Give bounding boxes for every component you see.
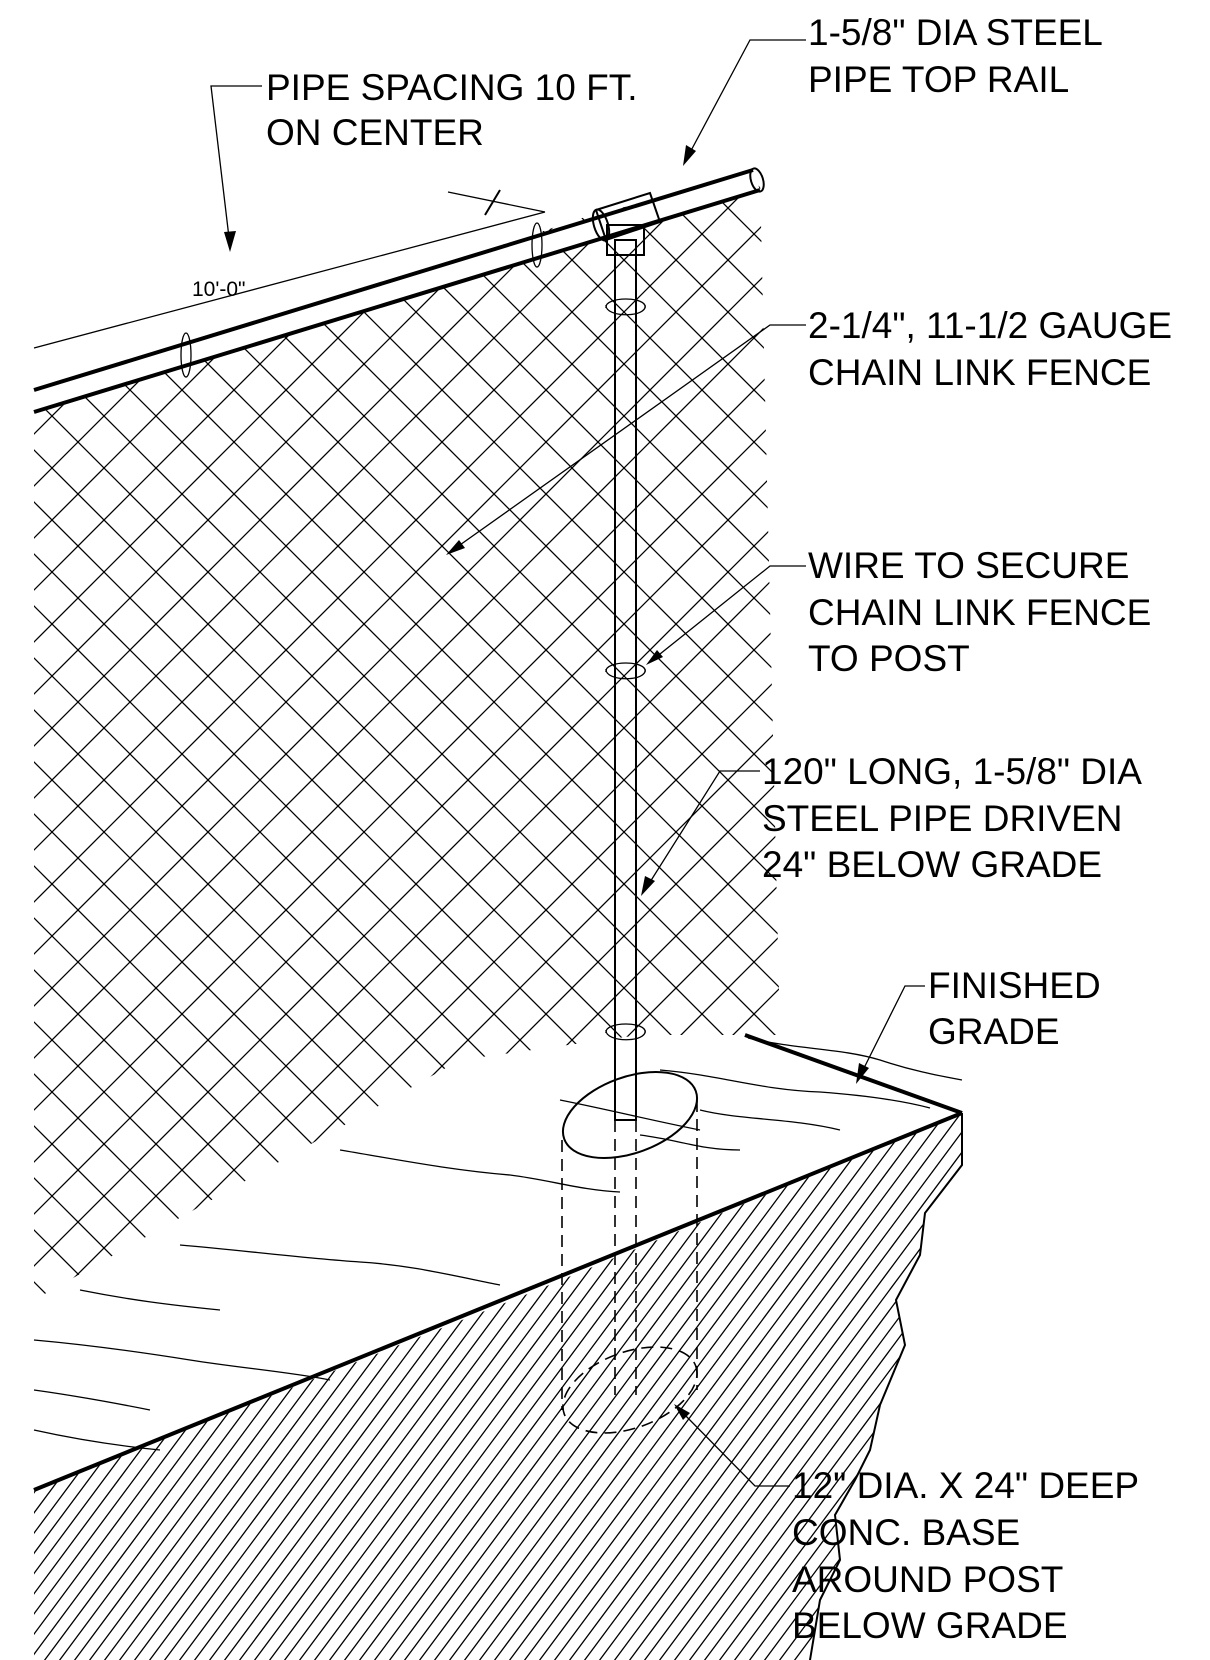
grade-front-edge xyxy=(33,1111,963,1492)
grade-section xyxy=(33,1033,963,1660)
steel-post xyxy=(605,239,646,1121)
label-footing: 12" DIA. X 24" DEEP CONC. BASE AROUND PO… xyxy=(792,1465,1149,1646)
ground-surface xyxy=(33,1037,963,1451)
label-tie-wire: WIRE TO SECURE CHAIN LINK FENCE TO POST xyxy=(808,545,1162,679)
tee-fitting xyxy=(591,191,662,256)
spacing-dimension: 10'-0" xyxy=(33,189,546,349)
concrete-footing xyxy=(561,1071,699,1434)
callout-labels: PIPE SPACING 10 FT. ON CENTER 1-5/8" DIA… xyxy=(266,12,1182,1646)
label-top-rail: 1-5/8" DIA STEEL PIPE TOP RAIL xyxy=(808,12,1112,100)
label-finished-grade: FINISHED GRADE xyxy=(928,965,1111,1052)
earth-broken-edge xyxy=(809,1113,963,1660)
label-pipe-spacing: PIPE SPACING 10 FT. ON CENTER xyxy=(266,67,648,153)
leaders xyxy=(210,39,925,1487)
top-rail xyxy=(33,167,765,414)
label-post: 120" LONG, 1-5/8" DIA STEEL PIPE DRIVEN … xyxy=(762,751,1150,885)
finished-grade-line xyxy=(744,1033,963,1115)
spacing-dimension-text: 10'-0" xyxy=(192,278,246,301)
label-fence-fabric: 2-1/4", 11-1/2 GAUGE CHAIN LINK FENCE xyxy=(808,305,1182,393)
